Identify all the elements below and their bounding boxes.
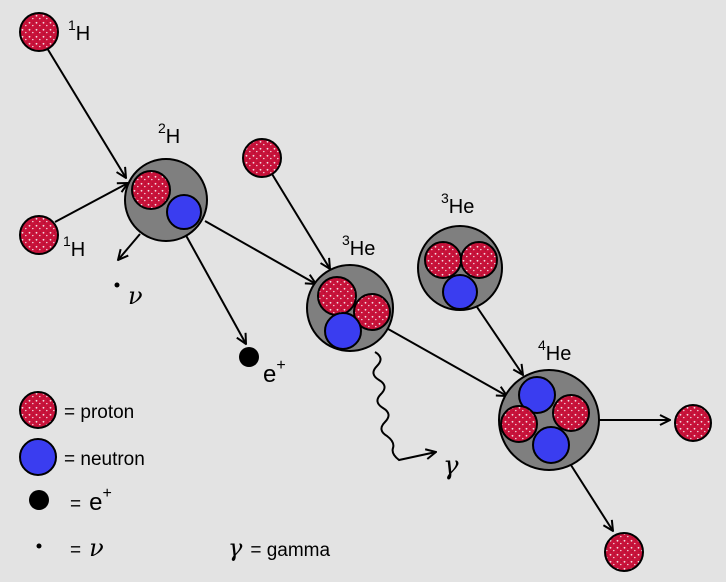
proton-icon [242, 138, 282, 178]
neutron-icon [166, 194, 202, 230]
neutrino-icon [36, 543, 42, 549]
neutron-icon [532, 426, 570, 464]
arrow-icon [271, 173, 330, 269]
label-gamma: γ [443, 451, 459, 481]
arrow-icon [182, 229, 246, 344]
label-he4: 4He [538, 337, 571, 365]
proton-icon [19, 215, 59, 255]
proton-icon [317, 276, 357, 316]
label-positron: e+ [263, 357, 286, 388]
arrow-icon [54, 183, 128, 223]
reaction-arrows [46, 47, 670, 531]
neutron-icon [19, 438, 57, 476]
legend-positron: =e+ [70, 485, 112, 516]
helium3-nucleus-right [417, 225, 503, 311]
proton-icon [460, 241, 498, 279]
proton-icon [674, 404, 712, 442]
neutron-icon [324, 312, 362, 350]
label-h2: 2H [158, 120, 180, 148]
arrow-icon [204, 220, 316, 284]
legend-proton: = proton [64, 402, 134, 423]
neutrino-icon [114, 282, 120, 288]
proton-icon [604, 532, 644, 572]
arrow-icon [46, 47, 126, 178]
proton-icon [19, 391, 57, 429]
neutron-icon [518, 376, 556, 414]
gamma-wave-icon [372, 351, 436, 462]
proton-icon [552, 394, 590, 432]
label-he3-center: 3He [342, 232, 375, 260]
legend-neutrino: =ν [70, 534, 104, 562]
proton-icon [131, 170, 171, 210]
positron-icon [239, 347, 259, 367]
proton-icon [424, 241, 462, 279]
neutron-icon [442, 274, 478, 310]
label-h1-top: 1H [68, 17, 90, 45]
deuterium-nucleus [124, 158, 208, 242]
label-neutrino: ν [128, 282, 143, 310]
arrow-icon [476, 306, 523, 375]
label-he3-right: 3He [441, 190, 474, 218]
proton-icon [353, 293, 391, 331]
legend-neutron: = neutron [64, 449, 145, 470]
label-h1-bottom: 1H [63, 233, 85, 261]
positron-icon [29, 490, 49, 510]
proton-icon [19, 12, 59, 52]
helium4-nucleus [498, 369, 600, 471]
arrow-icon [380, 324, 507, 396]
legend-gamma: γ= gamma [228, 534, 331, 562]
proton-icon [500, 405, 538, 443]
arrow-icon [568, 461, 613, 531]
helium3-nucleus-center [306, 264, 394, 352]
legend: = proton = neutron =e+ =ν γ= gamma [19, 391, 331, 562]
arrow-icon [118, 233, 141, 260]
